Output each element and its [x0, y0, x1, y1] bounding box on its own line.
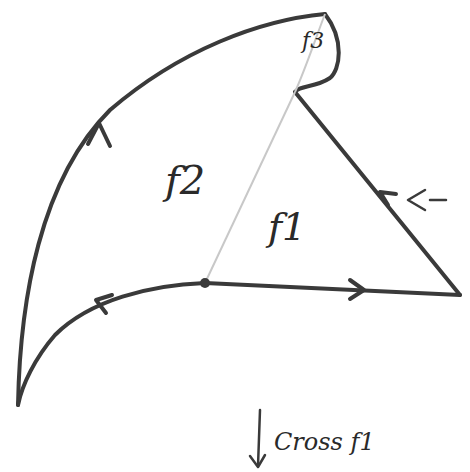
left-edge: [18, 14, 325, 405]
face-label: f2: [165, 160, 205, 200]
arrowhead: [88, 123, 110, 146]
right-edge: [295, 92, 460, 295]
top-edge: [295, 14, 339, 92]
pointer-arrow: [408, 190, 425, 210]
arrowhead: [96, 295, 112, 313]
arrowhead: [350, 280, 364, 299]
pointer-arrow: [430, 199, 446, 202]
vertex-dot: [200, 278, 210, 288]
note-label: Cross f1: [274, 430, 375, 454]
face-label: f1: [268, 208, 306, 246]
face-label: f3: [302, 30, 324, 52]
face-divider: [295, 14, 325, 92]
face-divider: [205, 92, 295, 283]
bottom-edge: [205, 283, 460, 295]
down-arrow: [258, 410, 260, 466]
lower-left-edge: [18, 283, 205, 405]
down-arrow: [250, 455, 265, 467]
arrowhead: [380, 192, 396, 205]
